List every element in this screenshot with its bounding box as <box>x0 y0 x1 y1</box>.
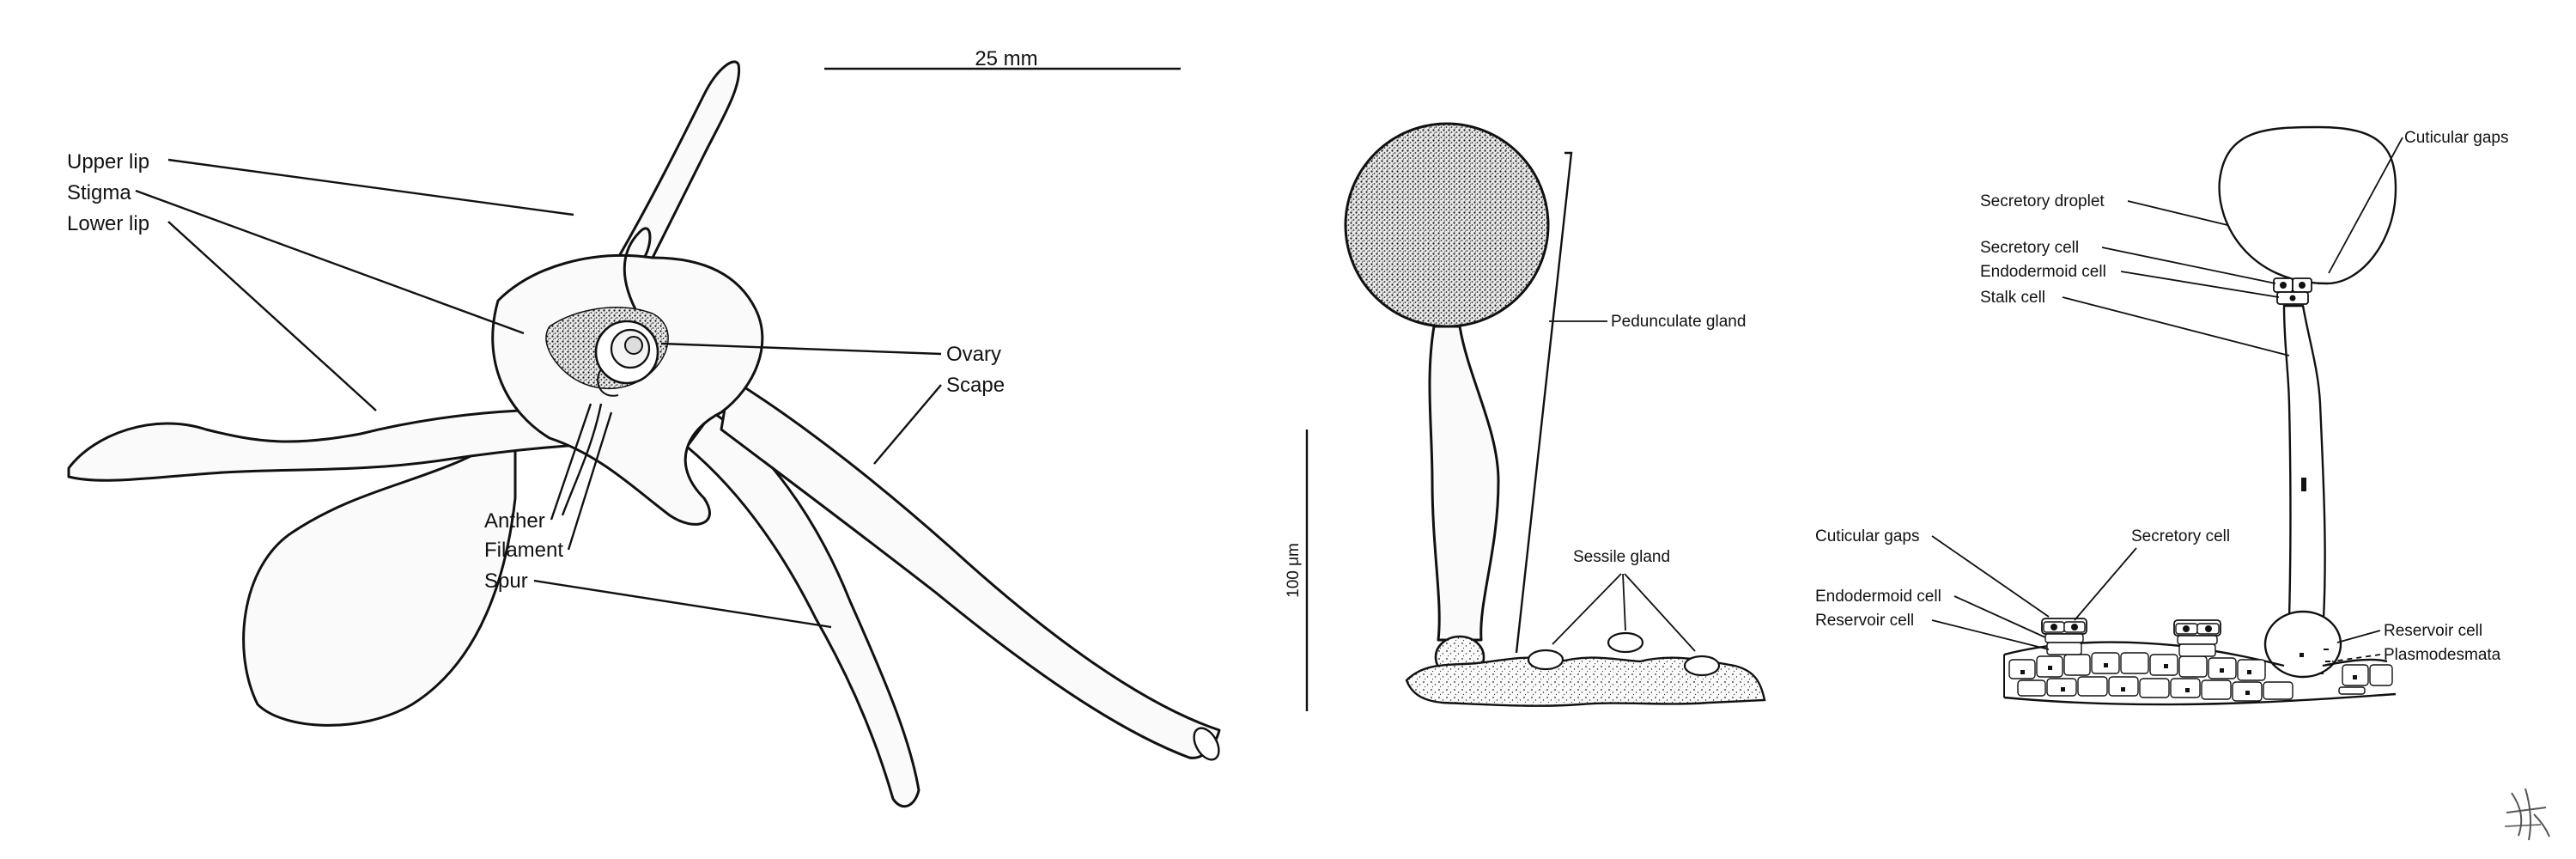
leader-cuticular-gaps-bottom <box>1931 535 2050 618</box>
label-reservoir-cell-right: Reservoir cell <box>2384 622 2482 640</box>
leader-secretory-cell-top <box>2101 247 2276 284</box>
leader-sessile-2 <box>1622 573 1626 631</box>
stalk-cell <box>2282 304 2326 620</box>
label-endodermoid-cell-bottom: Endodermoid cell <box>1815 588 1941 606</box>
leader-secretory-droplet <box>2127 200 2228 226</box>
gland-detail-panel: Cuticular gaps Secretory droplet Secreto… <box>1815 125 2508 706</box>
label-filament: Filament <box>484 539 563 562</box>
leader-endodermoid-cell-bottom <box>1953 595 2046 638</box>
leader-cuticular-gaps-top <box>2328 137 2403 274</box>
leader-stalk-cell <box>2062 296 2290 356</box>
leader-plasmodesmata <box>2331 654 2381 662</box>
sessile-gland-1 <box>1527 649 1564 671</box>
label-secretory-cell-bottom: Secretory cell <box>2131 527 2230 545</box>
label-sessile-gland: Sessile gland <box>1573 548 1670 566</box>
label-pedunculate-gland: Pedunculate gland <box>1611 313 1746 331</box>
gland-head-cells <box>2273 277 2312 305</box>
label-lower-lip: Lower lip <box>67 212 149 235</box>
leader-reservoir-cell-right <box>2336 630 2381 643</box>
label-cuticular-gaps-bottom: Cuticular gaps <box>1815 527 1919 545</box>
label-secretory-cell-top: Secretory cell <box>1980 239 2079 257</box>
label-anther: Anther <box>484 509 545 533</box>
leader-anther <box>550 403 592 521</box>
flower-panel: 25 mm Upper lip Stigma Lower lip Ovary <box>67 47 1221 808</box>
label-cuticular-gaps-top: Cuticular gaps <box>2404 129 2508 147</box>
spur <box>685 411 920 808</box>
leader-filament <box>567 411 613 551</box>
leader-sessile-3 <box>1624 573 1696 652</box>
pedunculate-gland-stalk <box>1428 325 1500 642</box>
sessile-gland-right-detail <box>2173 619 2221 657</box>
leader-lower-lip <box>167 221 377 411</box>
stalk-cell-nucleus <box>2301 478 2306 491</box>
label-plasmodesmata: Plasmodesmata <box>2384 646 2501 664</box>
scape-cut-end <box>1193 727 1220 761</box>
epidermis-sketch <box>1405 656 1766 707</box>
pedunculate-bracket <box>1515 151 1573 654</box>
label-scape: Scape <box>946 374 1005 397</box>
label-stigma: Stigma <box>67 181 131 204</box>
plasmodesmata-marks <box>2318 649 2330 674</box>
filament <box>561 403 603 516</box>
corolla-body <box>491 254 764 526</box>
label-ovary: Ovary <box>946 343 1001 366</box>
label-endodermoid-cell-top: Endodermoid cell <box>1980 263 2106 281</box>
gland-sketch-panel: 100 μm Pedunculate gland Sessile gland <box>1285 122 1766 711</box>
ovary <box>594 320 659 397</box>
gland-scale-label: 100 μm <box>1285 543 1303 598</box>
label-upper-lip: Upper lip <box>67 150 149 174</box>
secretory-droplet <box>2218 125 2397 285</box>
leader-stigma <box>135 189 525 335</box>
lower-lip-blade <box>242 428 517 727</box>
leader-secretory-cell-bottom <box>2074 547 2137 621</box>
label-secretory-droplet: Secretory droplet <box>1980 192 2105 210</box>
leader-sessile-1 <box>1552 573 1622 645</box>
stigma-curl <box>623 227 652 310</box>
epidermal-tissue <box>2003 641 2397 706</box>
leader-endodermoid-cell-top <box>2120 271 2280 298</box>
leader-spur <box>533 579 832 629</box>
leader-reservoir-cell-left <box>1931 619 2050 650</box>
leader-scape <box>873 384 942 465</box>
label-reservoir-cell-left: Reservoir cell <box>1815 612 1914 630</box>
artist-signature-icon <box>2504 788 2550 841</box>
sessile-gland-left-detail <box>2041 618 2087 655</box>
pedunculate-gland-head <box>1344 122 1550 328</box>
leader-ovary <box>660 342 942 356</box>
reservoir-cell-main <box>2263 610 2342 679</box>
label-stalk-cell: Stalk cell <box>1980 289 2045 307</box>
flower-scale-label: 25 mm <box>975 47 1037 70</box>
label-spur: Spur <box>484 570 528 593</box>
upper-lip-petal <box>617 60 741 294</box>
sessile-gland-3 <box>1683 655 1721 677</box>
sessile-gland-2 <box>1607 631 1644 654</box>
leader-upper-lip <box>167 158 574 216</box>
